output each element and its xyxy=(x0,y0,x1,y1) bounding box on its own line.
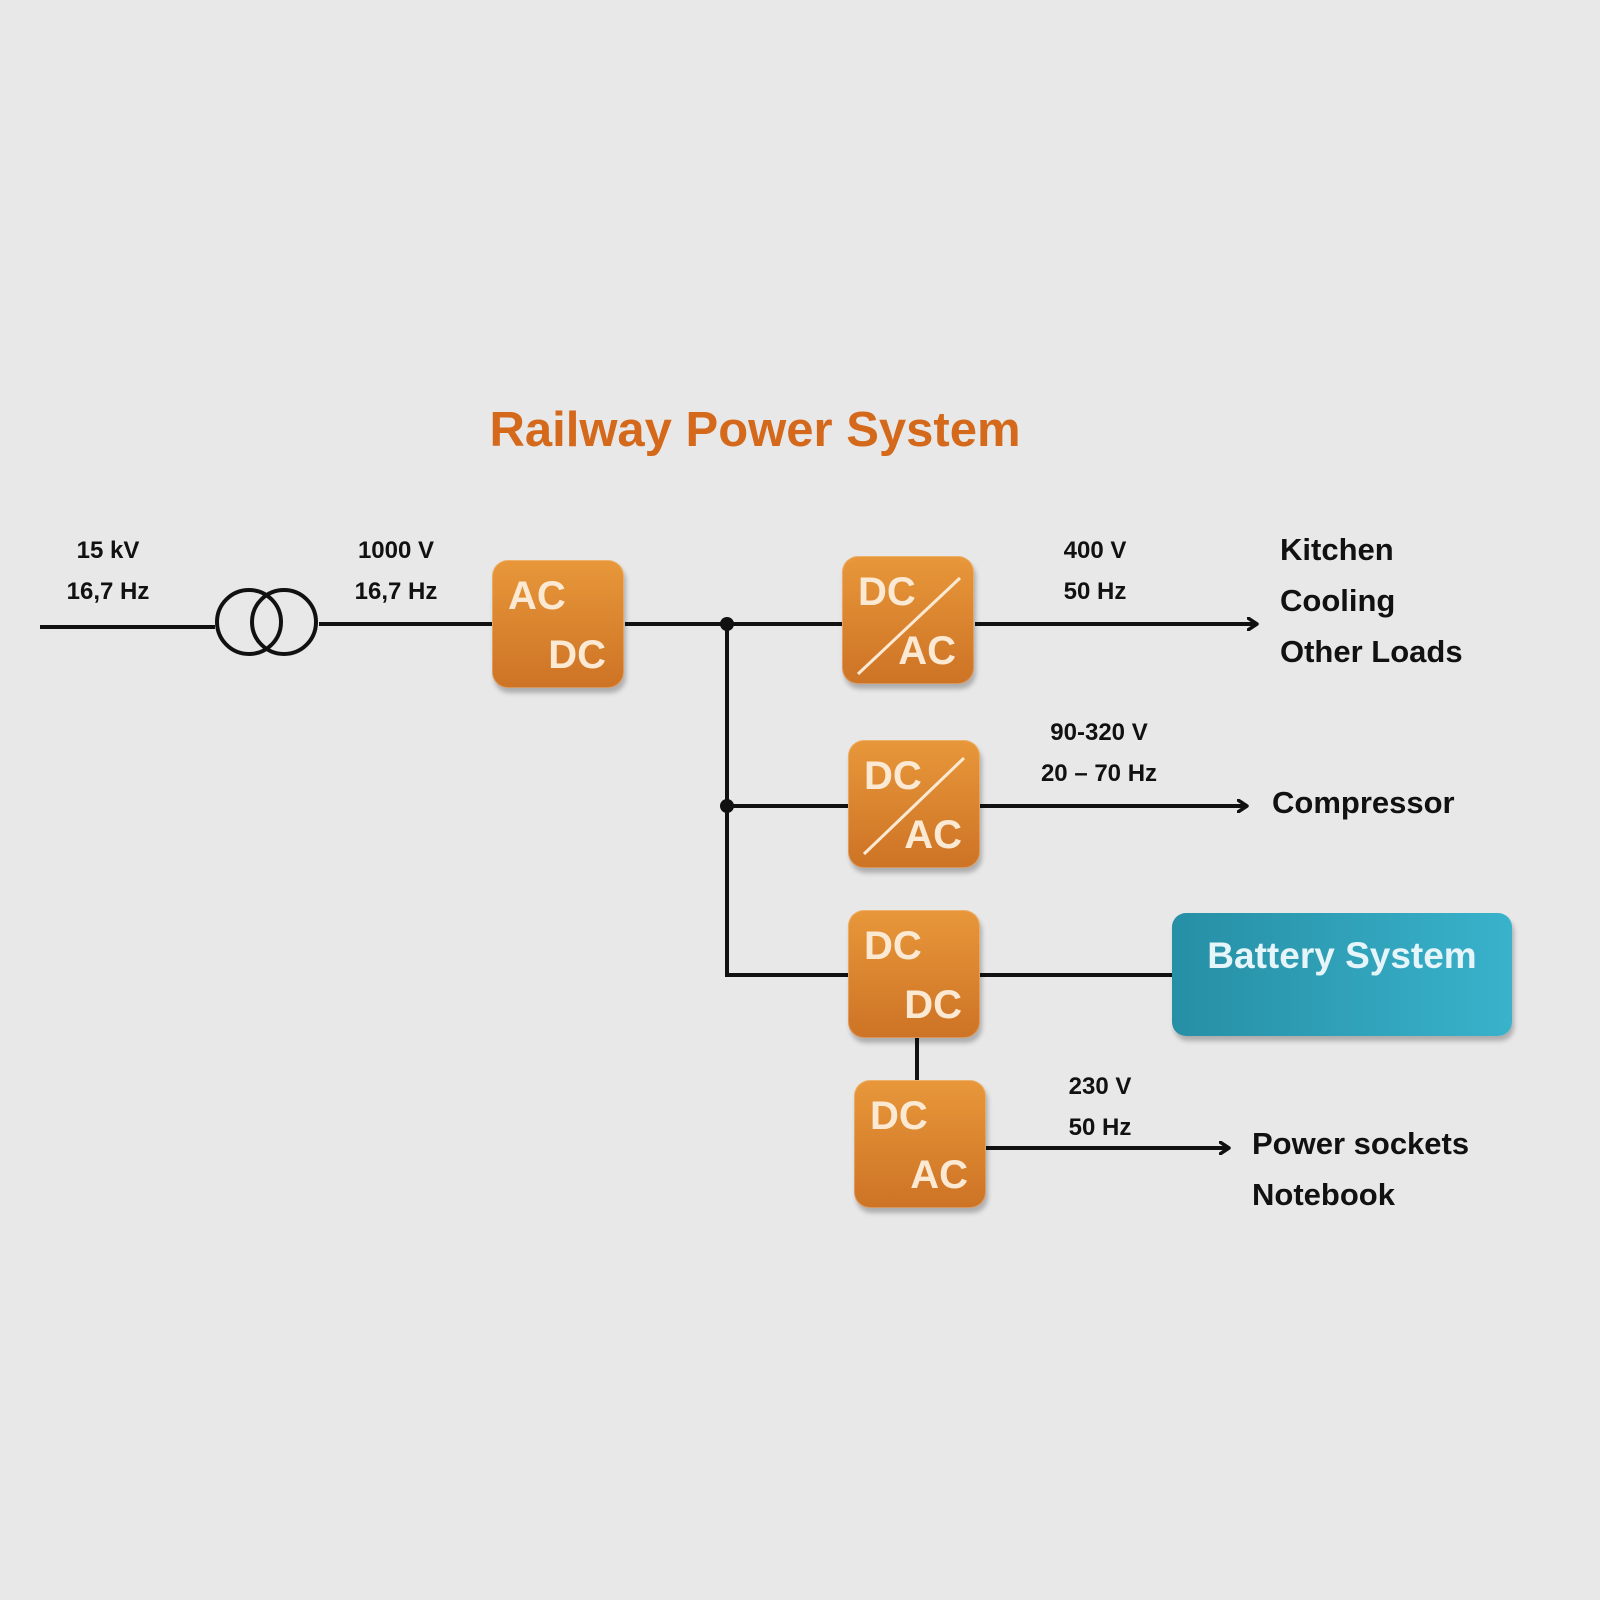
transformer-symbol xyxy=(215,588,318,656)
main-output-voltage: 400 V xyxy=(1063,537,1127,564)
load-power-sockets: Power sockets xyxy=(1252,1126,1470,1161)
main-output-rating-label: 400 V 50 Hz xyxy=(1040,530,1150,612)
sockets-output-voltage: 230 V xyxy=(1068,1073,1132,1100)
sockets-loads-list: Power sockets Notebook xyxy=(1252,1118,1469,1220)
main-loads-list: Kitchen Cooling Other Loads xyxy=(1280,524,1463,677)
battery-system: Battery System xyxy=(1172,913,1512,1036)
load-cooling: Cooling xyxy=(1280,583,1396,618)
diagram-title: Railway Power System xyxy=(489,403,1021,457)
main-inverter-input-type: DC xyxy=(858,570,916,614)
compressor-inverter-input-type: DC xyxy=(864,754,922,798)
transformer-output-frequency: 16,7 Hz xyxy=(354,578,438,605)
main-inverter: DC AC xyxy=(842,556,974,684)
bus-junction-top xyxy=(720,617,734,631)
converter-slash-icon xyxy=(856,576,962,676)
load-notebook: Notebook xyxy=(1252,1177,1395,1212)
source-rating-label: 15 kV 16,7 Hz xyxy=(52,530,164,612)
compressor-load: Compressor xyxy=(1272,785,1455,820)
main-inverter-output-type: AC xyxy=(898,629,956,673)
rectifier-output-type: DC xyxy=(548,633,606,677)
transformer-output-label: 1000 V 16,7 Hz xyxy=(335,530,457,612)
converter-slash-icon xyxy=(862,756,966,856)
sockets-output-rating-label: 230 V 50 Hz xyxy=(1045,1066,1155,1148)
source-frequency: 16,7 Hz xyxy=(66,578,150,605)
sockets-output-frequency: 50 Hz xyxy=(1068,1114,1132,1141)
sockets-inverter-output-type: AC xyxy=(910,1153,968,1197)
bus-junction-middle xyxy=(720,799,734,813)
compressor-inverter: DC AC xyxy=(848,740,980,868)
rectifier-input-type: AC xyxy=(508,574,566,618)
compressor-inverter-output-type: AC xyxy=(904,813,962,857)
load-other: Other Loads xyxy=(1280,634,1463,669)
compressor-output-frequency: 20 – 70 Hz xyxy=(1040,760,1158,787)
sockets-inverter-input-type: DC xyxy=(870,1094,928,1138)
main-output-frequency: 50 Hz xyxy=(1063,578,1127,605)
source-voltage: 15 kV xyxy=(76,537,140,564)
compressor-output-voltage: 90-320 V xyxy=(1050,719,1148,746)
dc-dc-converter: DC DC xyxy=(848,910,980,1038)
load-kitchen: Kitchen xyxy=(1280,532,1394,567)
ac-dc-rectifier: AC DC xyxy=(492,560,624,688)
transformer-output-voltage: 1000 V xyxy=(357,537,435,564)
battery-system-label: Battery System xyxy=(1207,935,1477,976)
compressor-output-rating-label: 90-320 V 20 – 70 Hz xyxy=(1025,712,1173,794)
dcdc-output-type: DC xyxy=(904,983,962,1027)
dcdc-input-type: DC xyxy=(864,924,922,968)
sockets-inverter: DC AC xyxy=(854,1080,986,1208)
